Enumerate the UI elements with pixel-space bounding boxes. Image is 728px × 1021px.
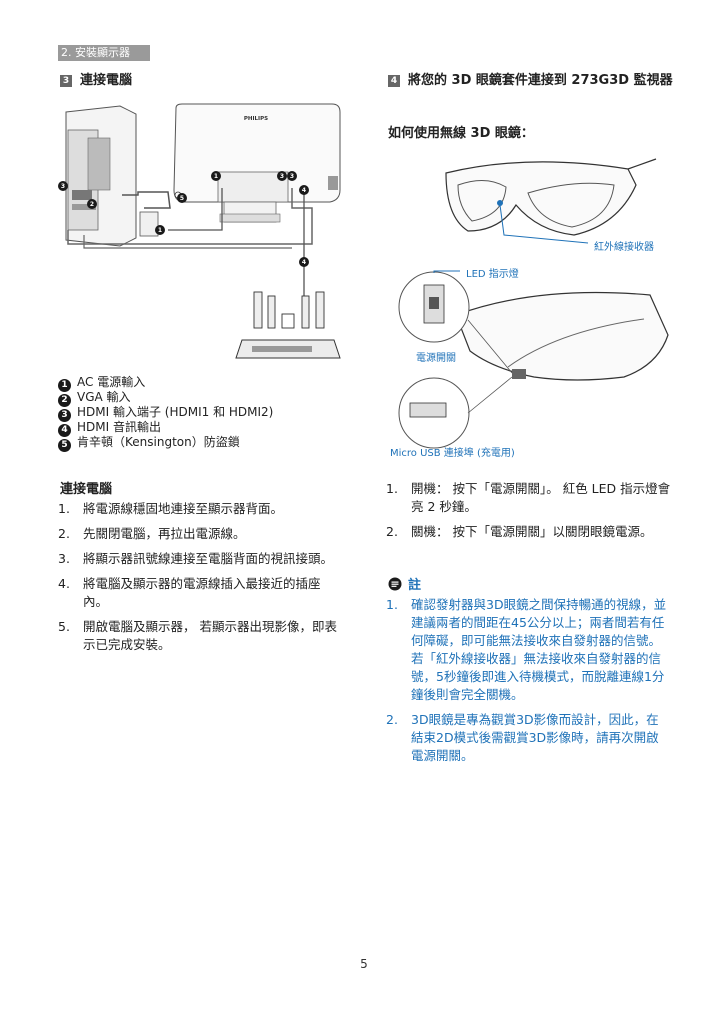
svg-text:3: 3	[61, 183, 65, 190]
marker-5-monitor	[177, 193, 187, 203]
svg-text:5: 5	[180, 195, 184, 202]
section-number-badge: 4	[388, 75, 400, 87]
list-item: 3.將顯示器訊號線連接至電腦背面的視訊接頭。	[58, 551, 334, 566]
section-4-heading: 4 將您的 3D 眼鏡套件連接到 273G3D 監視器	[388, 72, 673, 89]
svg-text:2: 2	[90, 201, 94, 208]
ir-receiver-callout: 紅外線接收器	[594, 242, 654, 253]
note-list: 1.確認發射器與3D眼鏡之間保持暢通的視線，並建議兩者的間距在45公分以上；兩者…	[386, 596, 671, 772]
note-heading: 註	[388, 574, 421, 593]
glasses-side-illustration	[455, 291, 669, 381]
usb-port-callout: Micro USB 連接埠 (充電用)	[390, 448, 515, 459]
marker-4-monitor	[299, 185, 309, 195]
marker-3-pc	[58, 181, 68, 191]
svg-text:PHILIPS: PHILIPS	[244, 116, 268, 122]
svg-text:3: 3	[280, 173, 284, 180]
marker-3a-monitor	[277, 171, 287, 181]
svg-text:1: 1	[158, 227, 162, 234]
glasses-diagram	[398, 158, 669, 449]
glasses-steps: 1.開機： 按下「電源開關」。 紅色 LED 指示燈會亮 2 秒鐘。 2.關機：…	[386, 480, 671, 548]
pc-tower-illustration	[65, 105, 137, 247]
monitor-back-illustration: PHILIPS	[173, 103, 341, 223]
marker-1-monitor	[211, 171, 221, 181]
list-item: 2.3D眼鏡是專為觀賞3D影像而設計，因此，在結束2D模式後需觀賞3D影像時，請…	[386, 712, 659, 763]
list-item: 2.關機： 按下「電源開關」以關閉眼鏡電源。	[386, 524, 653, 539]
connect-pc-subtitle: 連接電腦	[60, 482, 113, 497]
list-item: 1.確認發射器與3D眼鏡之間保持暢通的視線，並建議兩者的間距在45公分以上；兩者…	[386, 597, 667, 702]
list-item: 4.將電腦及顯示器的電源線插入最接近的插座內。	[58, 576, 321, 609]
list-item: 5.開啟電腦及顯示器， 若顯示器出現影像，即表示已完成安裝。	[58, 619, 337, 652]
svg-text:1: 1	[214, 173, 218, 180]
marker-2-pc	[87, 199, 97, 209]
section-3-title: 連接電腦	[80, 73, 133, 88]
svg-text:4: 4	[302, 187, 306, 194]
note-icon	[388, 577, 402, 591]
power-switch-callout: 電源開關	[416, 353, 456, 364]
list-item: 1.將電源線穩固地連接至顯示器背面。	[58, 501, 284, 516]
marker-3b-monitor	[287, 171, 297, 181]
led-callout: LED 指示燈	[466, 269, 519, 280]
section-3-heading: 3 連接電腦	[60, 72, 132, 89]
marker-1-outlet	[155, 225, 165, 235]
svg-text:3: 3	[290, 173, 294, 180]
connection-diagram: PHILIPS 3 2 1 3 3 4 5 1 4	[58, 103, 341, 359]
glasses-subtitle: 如何使用無線 3D 眼鏡：	[388, 126, 534, 141]
speaker-system-illustration	[235, 291, 341, 359]
svg-text:4: 4	[302, 259, 306, 266]
section-4-title: 將您的 3D 眼鏡套件連接到 273G3D 監視器	[408, 73, 673, 88]
marker-4-speaker	[299, 257, 309, 267]
page-number: 5	[360, 957, 368, 971]
list-item: 1.開機： 按下「電源開關」。 紅色 LED 指示燈會亮 2 秒鐘。	[386, 481, 671, 514]
list-item: 2.先關閉電腦，再拉出電源線。	[58, 526, 246, 541]
glasses-front-illustration	[445, 158, 657, 236]
connect-pc-steps: 1.將電源線穩固地連接至顯示器背面。 2.先關閉電腦，再拉出電源線。 3.將顯示…	[58, 500, 343, 661]
section-number-badge: 3	[60, 75, 72, 87]
chapter-tab: 2. 安裝顯示器	[58, 45, 150, 61]
